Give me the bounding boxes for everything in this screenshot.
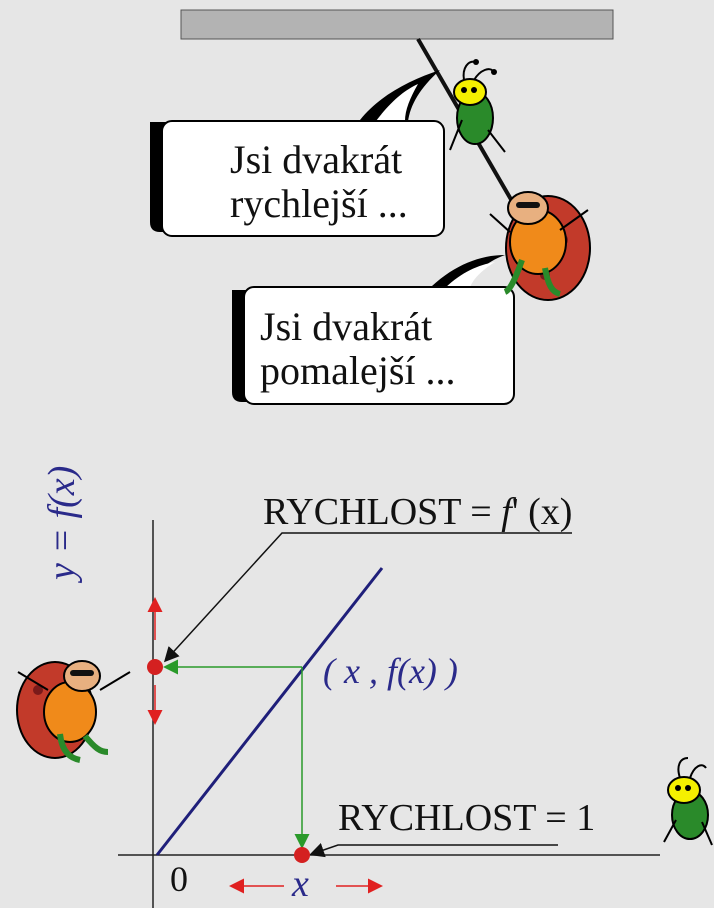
bubble-slower-line2: pomalejší ... bbox=[260, 348, 456, 393]
bubble-slower-line1: Jsi dvakrát bbox=[260, 304, 433, 349]
rychlost-prime-suffix: ' (x) bbox=[511, 491, 573, 533]
pointer-rychlost-prime bbox=[163, 532, 572, 663]
bubble-faster-line1: Jsi dvakrát bbox=[230, 137, 403, 182]
bubble-faster-line2: rychlejší ... bbox=[230, 181, 408, 226]
rychlost-prime-f: f bbox=[501, 491, 512, 533]
ladybug-icon bbox=[489, 191, 591, 301]
rychlost-prime-prefix: RYCHLOST = bbox=[263, 491, 502, 533]
ceiling-bar bbox=[180, 9, 614, 40]
x-label: x bbox=[292, 863, 309, 905]
origin-label: 0 bbox=[170, 859, 188, 899]
speech-bubble-slower bbox=[232, 255, 515, 405]
rychlost-one-label: RYCHLOST = 1 bbox=[338, 797, 596, 839]
yellow-bug-icon bbox=[449, 59, 506, 153]
y-axis-label: y = f(x) bbox=[41, 465, 83, 580]
function-line bbox=[155, 567, 384, 856]
point-label: ( x , f(x) ) bbox=[323, 651, 458, 691]
speech-bubble-faster bbox=[150, 70, 445, 237]
point-on-x-axis bbox=[294, 847, 310, 863]
pointer-rychlost-one bbox=[309, 842, 558, 858]
rychlost-prime-label: RYCHLOST = f' (x) bbox=[263, 490, 572, 534]
yellow-bug-graph-icon bbox=[663, 757, 713, 846]
point-on-y-axis bbox=[147, 659, 163, 675]
ladybug-graph-icon bbox=[16, 660, 131, 763]
